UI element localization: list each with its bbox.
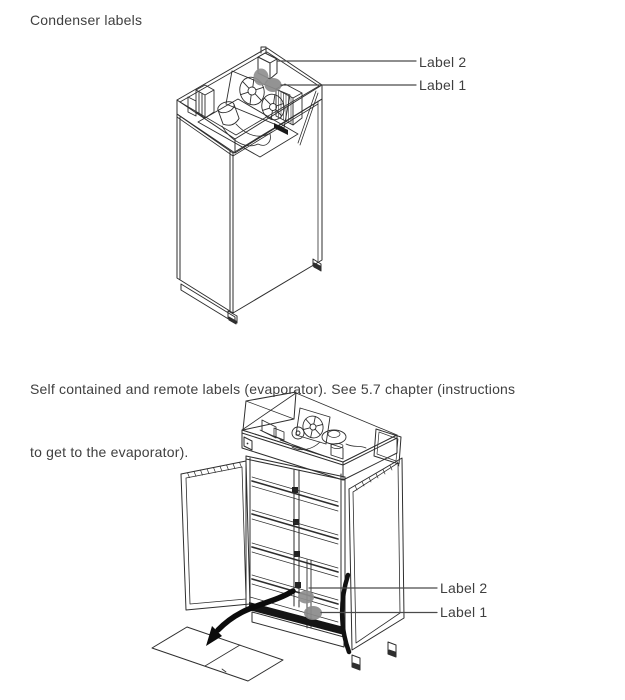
left-door bbox=[181, 461, 250, 610]
right-door bbox=[342, 458, 404, 652]
label-marker bbox=[253, 68, 269, 86]
condenser-label-1-callout: Label 1 bbox=[419, 77, 467, 93]
section-heading: Condenser labels bbox=[30, 12, 143, 28]
figure-caption: Self contained and remote labels (evapor… bbox=[30, 337, 515, 505]
caption-line-1: Self contained and remote labels (evapor… bbox=[30, 381, 516, 397]
cabinet-base bbox=[249, 602, 396, 670]
condenser-label-2-callout: Label 2 bbox=[419, 54, 467, 70]
leader-lines bbox=[309, 588, 437, 613]
shelves bbox=[250, 477, 338, 622]
label-marker bbox=[264, 78, 282, 92]
evaporator-unit bbox=[260, 408, 366, 459]
evaporator-label-1-callout: Label 1 bbox=[440, 604, 488, 620]
cabinet-body bbox=[177, 99, 322, 324]
label-marker bbox=[304, 606, 322, 620]
evaporator-label-2-callout: Label 2 bbox=[440, 580, 488, 596]
leader-lines bbox=[277, 61, 416, 85]
removal-arrow bbox=[206, 591, 293, 646]
condenser-figure bbox=[177, 47, 416, 324]
label-marker bbox=[298, 590, 314, 604]
removed-panel bbox=[152, 627, 283, 681]
top-compartment bbox=[242, 393, 397, 480]
evaporator-figure bbox=[152, 392, 437, 681]
caption-line-2: to get to the evaporator). bbox=[30, 444, 189, 460]
cabinet-frame bbox=[246, 456, 345, 630]
